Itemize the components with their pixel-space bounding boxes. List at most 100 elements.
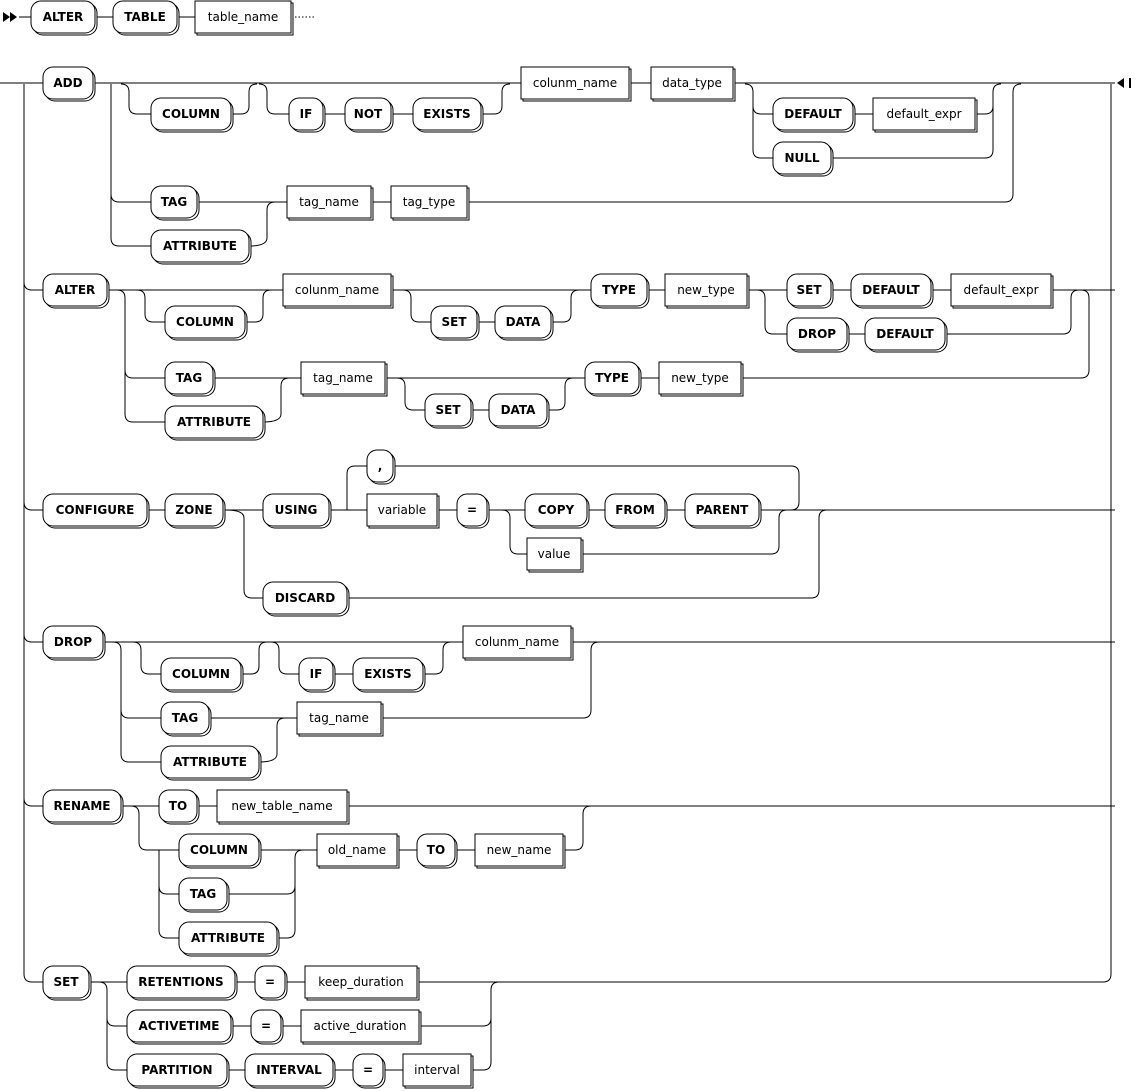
keyword-interval: INTERVAL: [244, 1053, 336, 1089]
param-value-label: value: [538, 547, 571, 561]
keyword-default: DEFAULT: [772, 97, 856, 133]
keyword-data-label: DATA: [506, 315, 542, 329]
keyword-attribute: ATTRIBUTE: [164, 405, 266, 441]
keyword-attribute-label: ATTRIBUTE: [173, 755, 247, 769]
param-data-type: data_type: [650, 66, 736, 102]
keyword-copy: COPY: [524, 493, 590, 529]
keyword-attribute-label: ATTRIBUTE: [163, 239, 237, 253]
param-new-type: new_type: [664, 273, 750, 309]
keyword-symbol-label: =: [265, 975, 275, 989]
keyword-rename-label: RENAME: [54, 799, 111, 813]
param-default-expr-label: default_expr: [963, 283, 1038, 297]
keyword-tag-label: TAG: [172, 711, 198, 725]
keyword-type: TYPE: [590, 273, 650, 309]
keyword-set: SET: [430, 305, 480, 341]
keyword-default-label: DEFAULT: [862, 283, 920, 297]
keyword-parent-label: PARENT: [696, 503, 749, 517]
keyword-set-label: SET: [435, 403, 461, 417]
param-tag-name: tag_name: [296, 701, 384, 737]
param-value: value: [526, 537, 584, 573]
keyword-to: TO: [416, 833, 458, 869]
keyword-column-label: COLUMN: [162, 107, 220, 121]
keyword-symbol-label: ,: [378, 459, 383, 473]
keyword-drop: DROP: [786, 317, 850, 353]
keyword-if: IF: [288, 97, 326, 133]
keyword-tag-label: TAG: [176, 371, 202, 385]
param-default-expr: default_expr: [872, 97, 978, 133]
keyword-set-label: SET: [441, 315, 467, 329]
keyword-column-label: COLUMN: [172, 667, 230, 681]
param-data-type-label: data_type: [662, 76, 722, 90]
keyword-data: DATA: [494, 305, 554, 341]
keyword-retentions-label: RETENTIONS: [138, 975, 223, 989]
keyword-symbol: =: [352, 1053, 386, 1089]
keyword-tag: TAG: [150, 185, 200, 221]
keyword-tag: TAG: [164, 361, 216, 397]
start-arrow-icon: [3, 12, 17, 22]
keyword-interval-label: INTERVAL: [256, 1063, 322, 1077]
keyword-drop: DROP: [42, 625, 106, 661]
param-tag-name-label: tag_name: [299, 195, 359, 209]
keyword-add: ADD: [42, 66, 96, 102]
param-keep-duration-label: keep_duration: [318, 975, 403, 989]
param-new-name-label: new_name: [487, 843, 552, 857]
keyword-default: DEFAULT: [850, 273, 934, 309]
keyword-set-label: SET: [53, 975, 79, 989]
keyword-column: COLUMN: [150, 97, 234, 133]
param-table-name-label: table_name: [208, 10, 278, 24]
keyword-table: TABLE: [112, 0, 180, 36]
keyword-activetime: ACTIVETIME: [126, 1009, 234, 1045]
keyword-not: NOT: [344, 97, 394, 133]
keyword-symbol: =: [250, 1009, 284, 1045]
param-tag-name: tag_name: [300, 361, 388, 397]
keyword-zone-label: ZONE: [175, 503, 212, 517]
param-new-type-label: new_type: [671, 371, 729, 385]
param-active-duration-label: active_duration: [314, 1019, 407, 1033]
keyword-activetime-label: ACTIVETIME: [138, 1019, 219, 1033]
keyword-if-label: IF: [310, 667, 323, 681]
keyword-alter-label: ALTER: [55, 283, 96, 297]
param-interval: interval: [402, 1053, 474, 1089]
keyword-not-label: NOT: [354, 107, 383, 121]
keyword-to-label: TO: [427, 843, 445, 857]
keyword-symbol: =: [254, 965, 288, 1001]
param-new-type: new_type: [658, 361, 744, 397]
keyword-set: SET: [42, 965, 92, 1001]
keyword-null-label: NULL: [784, 151, 819, 165]
param-active-duration: active_duration: [300, 1009, 422, 1045]
keyword-tag: TAG: [160, 701, 212, 737]
keyword-add-label: ADD: [53, 76, 82, 90]
keyword-column: COLUMN: [178, 833, 262, 869]
keyword-symbol: =: [456, 493, 490, 529]
param-colunm-name-label: colunm_name: [475, 635, 559, 649]
keyword-zone: ZONE: [164, 493, 226, 529]
param-keep-duration: keep_duration: [304, 965, 420, 1001]
keyword-alter-label: ALTER: [43, 10, 84, 24]
keyword-table-label: TABLE: [124, 10, 166, 24]
keyword-exists-label: EXISTS: [423, 107, 470, 121]
keyword-tag-label: TAG: [190, 887, 216, 901]
keyword-exists-label: EXISTS: [364, 667, 411, 681]
keyword-configure: CONFIGURE: [42, 493, 150, 529]
param-variable-label: variable: [378, 503, 426, 517]
keyword-rename: RENAME: [42, 789, 124, 825]
keyword-copy-label: COPY: [538, 503, 575, 517]
keyword-set: SET: [786, 273, 834, 309]
keyword-to: TO: [158, 789, 200, 825]
keyword-discard: DISCARD: [262, 581, 350, 617]
keyword-default-label: DEFAULT: [784, 107, 842, 121]
keyword-retentions: RETENTIONS: [126, 965, 238, 1001]
keyword-set-label: SET: [796, 283, 822, 297]
keyword-if-label: IF: [300, 107, 313, 121]
connector-lines: [0, 12, 1131, 1071]
param-default-expr-label: default_expr: [886, 107, 961, 121]
keyword-null: NULL: [772, 141, 834, 177]
keyword-using: USING: [262, 493, 332, 529]
keyword-column-label: COLUMN: [190, 843, 248, 857]
keyword-from-label: FROM: [615, 503, 655, 517]
keyword-attribute: ATTRIBUTE: [150, 229, 252, 265]
keyword-set: SET: [424, 393, 474, 429]
keyword-data-label: DATA: [501, 403, 537, 417]
connector-path: [0, 16, 1115, 1071]
